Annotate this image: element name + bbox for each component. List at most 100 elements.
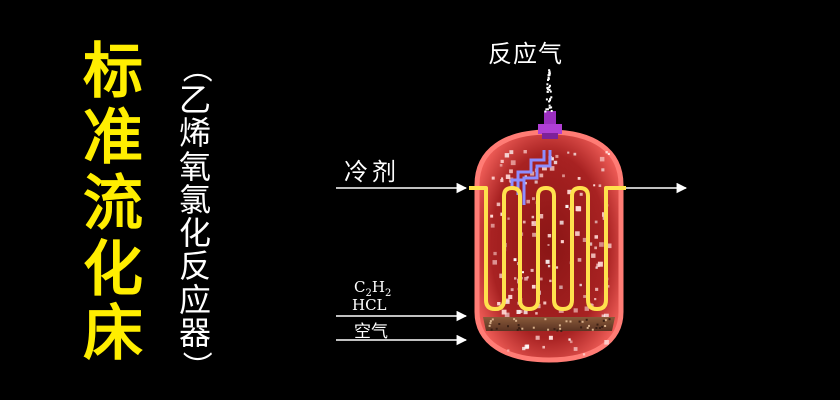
bubble — [549, 166, 555, 171]
bubble — [606, 243, 612, 249]
bubble — [532, 197, 535, 201]
bubble — [607, 152, 610, 155]
c2h2-c: C — [354, 278, 366, 296]
bubble — [573, 308, 578, 313]
gas-plume — [544, 69, 553, 113]
bubble — [507, 349, 510, 352]
c2h2-label: C2H2 — [354, 278, 391, 299]
bed-particle — [547, 328, 550, 331]
bubble — [534, 180, 538, 184]
bubble — [530, 171, 535, 176]
gas-particle — [548, 72, 551, 75]
bubble — [582, 353, 586, 356]
cooling-coil — [469, 186, 626, 311]
bed-particle — [507, 325, 509, 328]
bed-particle — [553, 328, 556, 331]
title-char: 准 — [83, 103, 143, 173]
subtitle-char: 化 — [178, 214, 211, 253]
bubble — [573, 347, 578, 351]
gas-particle — [548, 106, 551, 109]
bubble — [601, 314, 605, 318]
bubble — [569, 340, 573, 344]
bed-particle — [489, 320, 492, 323]
gas-particle — [547, 108, 549, 111]
bubble — [535, 312, 538, 315]
gas-particle — [546, 83, 549, 86]
bubble — [522, 271, 524, 274]
bubble — [491, 176, 495, 180]
bubble — [524, 277, 528, 281]
title-char: 床 — [83, 299, 143, 369]
bubble — [594, 298, 597, 301]
gas-particle — [547, 79, 549, 81]
bubble — [507, 217, 510, 220]
bubble — [555, 154, 559, 158]
c2h2-h: H — [371, 278, 385, 296]
gas-particle — [549, 90, 552, 93]
bed-particle — [596, 323, 599, 326]
bubble — [565, 204, 569, 208]
bubble — [524, 344, 529, 350]
bubble — [519, 310, 523, 313]
bubble — [523, 310, 528, 315]
bed-particle — [556, 329, 559, 332]
bubble — [497, 302, 501, 306]
bed-particle — [495, 327, 498, 330]
bubble — [555, 266, 559, 269]
bed-particle — [602, 319, 605, 322]
gas-particle — [548, 70, 551, 73]
bubble — [567, 189, 572, 195]
bed-particle — [560, 329, 563, 332]
gas-particle — [548, 104, 551, 107]
bed-particle — [489, 322, 492, 325]
bubble — [526, 199, 530, 204]
bubble — [532, 232, 537, 237]
bed-particle — [491, 318, 494, 321]
bubble — [542, 165, 547, 171]
bubble — [504, 153, 510, 158]
bed-particle — [515, 319, 518, 322]
gas-particle — [550, 96, 553, 99]
bubble — [575, 231, 580, 236]
bubble — [594, 220, 598, 224]
bubble — [501, 177, 504, 180]
subtitle-char: 器 — [178, 313, 211, 352]
bed-particle — [490, 328, 493, 331]
bed-particle — [581, 320, 584, 323]
gas-particle — [549, 97, 552, 100]
bubble — [588, 242, 593, 246]
bubble — [510, 288, 514, 292]
bed-particle — [569, 320, 572, 323]
bubble — [583, 295, 586, 298]
subtitle-char: 氧 — [178, 147, 211, 186]
c2h2-sub: 2 — [384, 288, 392, 299]
bed-particle — [601, 325, 604, 328]
bed-particle — [519, 328, 522, 331]
bed-particle — [517, 324, 520, 327]
bubble — [531, 284, 536, 289]
bubble — [505, 298, 510, 303]
bed-particle — [558, 324, 561, 327]
bubble — [539, 173, 544, 178]
bed-particle — [580, 326, 583, 329]
gas-particle — [547, 76, 550, 79]
gas-particle — [549, 99, 551, 102]
bubble — [500, 159, 504, 163]
bed-particle — [559, 327, 562, 330]
subtitle-char: 烯 — [178, 114, 211, 153]
bubble — [548, 335, 553, 340]
bubble — [560, 240, 564, 244]
gas-particle — [546, 86, 549, 89]
bed-particle — [521, 327, 524, 330]
thermowell-tubes — [510, 150, 552, 205]
bubble — [522, 220, 526, 224]
reaction-gas-label: 反应气 — [488, 40, 563, 68]
bubble — [605, 151, 608, 154]
gas-particle — [548, 69, 551, 72]
bed-particle — [488, 324, 491, 327]
bed-particle — [516, 328, 519, 331]
bubble — [584, 306, 589, 311]
c2h2-sub: 2 — [365, 288, 372, 299]
bubble — [490, 214, 494, 218]
bed-particle — [604, 325, 607, 327]
